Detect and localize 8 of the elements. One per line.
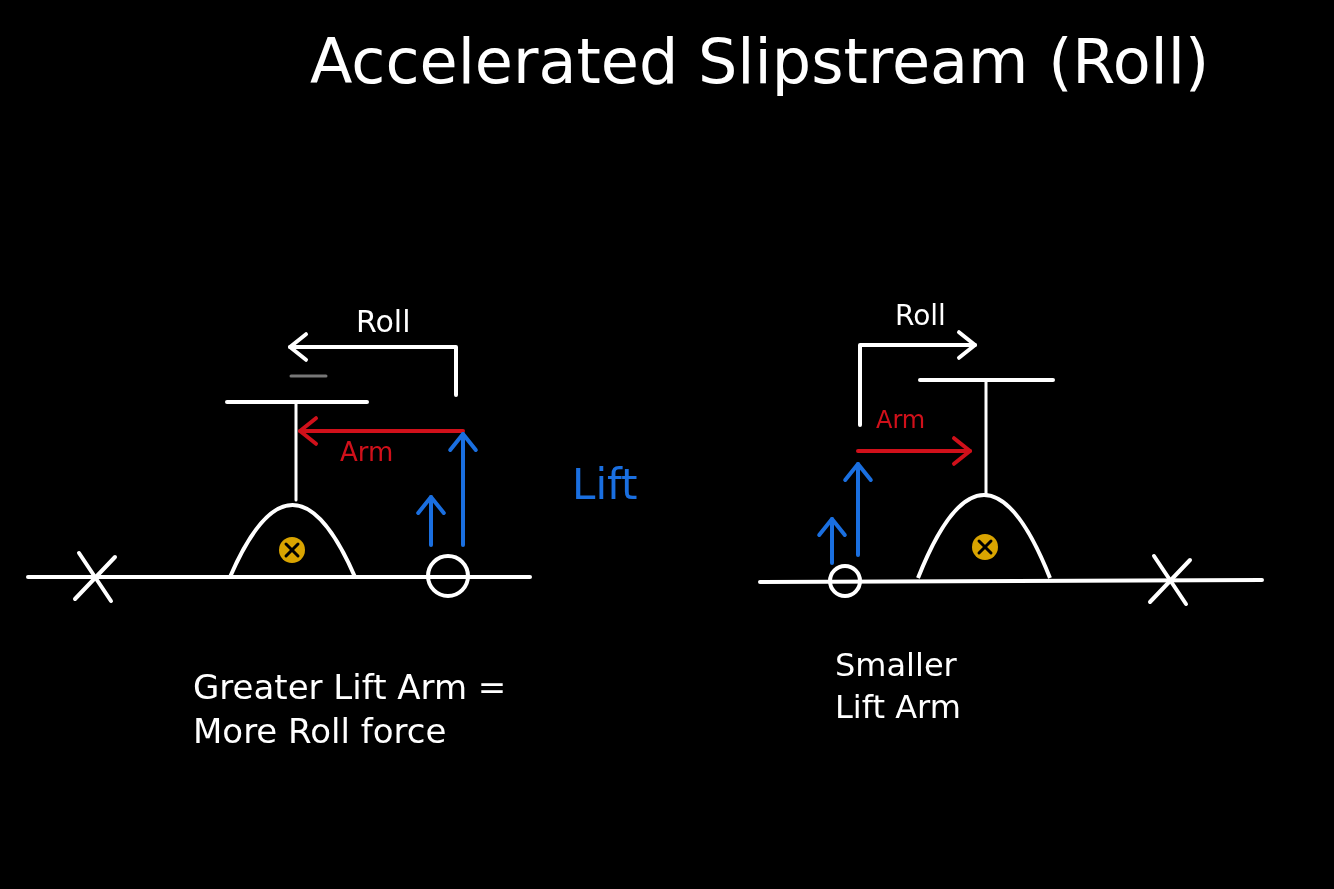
roll-label: Roll <box>356 303 411 341</box>
arm-label: Arm <box>876 405 926 436</box>
roll-label: Roll <box>895 298 946 334</box>
note-text: Greater Lift Arm = More Roll force <box>193 666 508 754</box>
lift-label: Lift <box>572 459 638 511</box>
title: Accelerated Slipstream (Roll) <box>310 24 1210 100</box>
arm-label: Arm <box>340 436 394 469</box>
note-text: Smaller Lift Arm <box>835 645 962 728</box>
